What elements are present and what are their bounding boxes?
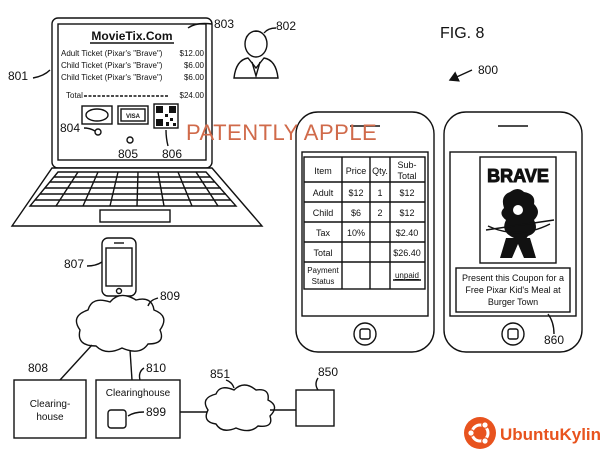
cell-sub-tax: $2.40 xyxy=(396,228,419,238)
payment-label-2: Status xyxy=(312,277,335,286)
th-qty: Qty. xyxy=(372,166,388,176)
total-value: $24.00 xyxy=(180,91,205,100)
archer-figure-icon xyxy=(485,189,555,258)
cell-qty-child: 2 xyxy=(377,208,382,218)
qr-code-icon[interactable] xyxy=(153,103,179,129)
ref-810: 810 xyxy=(146,361,166,375)
clearinghouse-808-line1: Clearing- xyxy=(30,399,71,410)
phone-coupon: BRAVE Present this Coupon for a Free Pix… xyxy=(443,111,583,353)
home-button-icon[interactable] xyxy=(353,322,377,346)
ticket-price-3: $6.00 xyxy=(184,73,205,82)
ticket-line-1: Adult Ticket (Pixar's "Brave") xyxy=(61,49,163,58)
ref-805: 805 xyxy=(118,147,138,161)
clearinghouse-808-line2: house xyxy=(36,412,64,423)
coupon-text-box[interactable] xyxy=(455,267,571,313)
small-phone xyxy=(101,237,137,297)
ref-802: 802 xyxy=(276,19,296,33)
ref-804: 804 xyxy=(60,121,80,135)
laptop-screen xyxy=(57,23,207,161)
cell-item-adult: Adult xyxy=(313,188,334,198)
brand-name: UbuntuKylin xyxy=(500,425,600,444)
th-total: Total xyxy=(397,171,416,181)
watermark-text: PATENTLY APPLE xyxy=(186,120,377,145)
phone-invoice: Item Price Qty. Sub- Total Adult $12 1 $… xyxy=(295,111,435,353)
visa-card-icon[interactable] xyxy=(117,105,149,125)
option-circle-icon[interactable] xyxy=(94,128,102,136)
ref-851: 851 xyxy=(210,367,230,381)
user-person-icon xyxy=(233,30,279,79)
ref-809: 809 xyxy=(160,289,180,303)
ticket-line-2: Child Ticket (Pixar's "Brave") xyxy=(61,61,163,70)
clearinghouse-810-label: Clearinghouse xyxy=(106,388,171,399)
mastercard-icon[interactable] xyxy=(81,105,113,125)
ticket-price-1: $12.00 xyxy=(180,49,205,58)
payment-status-link[interactable]: unpaid xyxy=(395,271,419,280)
clearinghouse-box-808 xyxy=(13,379,87,439)
site-title: MovieTix.Com xyxy=(91,29,172,43)
ref-808: 808 xyxy=(28,361,48,375)
ref-850: 850 xyxy=(318,365,338,379)
coupon-line-3: Burger Town xyxy=(488,297,538,307)
home-button-icon[interactable] xyxy=(501,322,525,346)
cell-price-child: $6 xyxy=(351,208,361,218)
option-circle-icon[interactable] xyxy=(126,136,134,144)
movie-logo: BRAVE xyxy=(487,166,549,186)
ticket-price-2: $6.00 xyxy=(184,61,205,70)
ref-899: 899 xyxy=(146,405,166,419)
network-cloud-icon xyxy=(75,294,165,353)
th-price: Price xyxy=(346,166,367,176)
cell-sub-total: $26.40 xyxy=(393,248,421,258)
cell-sub-adult: $12 xyxy=(399,188,414,198)
coupon-line-2: Free Pixar Kid's Meal at xyxy=(465,285,561,295)
cell-item-total: Total xyxy=(313,248,332,258)
ref-801: 801 xyxy=(8,69,28,83)
cell-item-tax: Tax xyxy=(316,228,331,238)
laptop: MovieTix.Com Adult Ticket (Pixar's "Brav… xyxy=(10,17,264,227)
movie-poster xyxy=(479,156,557,264)
cell-sub-child: $12 xyxy=(399,208,414,218)
cell-item-child: Child xyxy=(313,208,334,218)
ref-803: 803 xyxy=(214,17,234,31)
ref-806: 806 xyxy=(162,147,182,161)
visa-label: VISA xyxy=(126,114,141,120)
th-sub: Sub- xyxy=(397,160,416,170)
total-label: Total xyxy=(66,91,83,100)
coupon-line-1: Present this Coupon for a xyxy=(462,273,564,283)
trackpad xyxy=(99,209,171,223)
ticket-line-3: Child Ticket (Pixar's "Brave") xyxy=(61,73,163,82)
figure-label: FIG. 8 xyxy=(440,25,485,42)
network-cloud-icon xyxy=(204,384,276,432)
cell-qty-adult: 1 xyxy=(377,188,382,198)
payment-label-1: Payment xyxy=(307,266,339,275)
cell-price-tax: 10% xyxy=(347,228,365,238)
ref-800: 800 xyxy=(478,63,498,77)
cell-price-adult: $12 xyxy=(348,188,363,198)
th-item: Item xyxy=(314,166,332,176)
module-899 xyxy=(107,409,127,429)
invoice-table xyxy=(303,156,426,290)
keyboard xyxy=(28,171,238,207)
ref-807: 807 xyxy=(64,257,84,271)
ref-860: 860 xyxy=(544,333,564,347)
device-box-850 xyxy=(295,389,335,427)
ubuntukylin-logo-icon xyxy=(464,417,496,449)
